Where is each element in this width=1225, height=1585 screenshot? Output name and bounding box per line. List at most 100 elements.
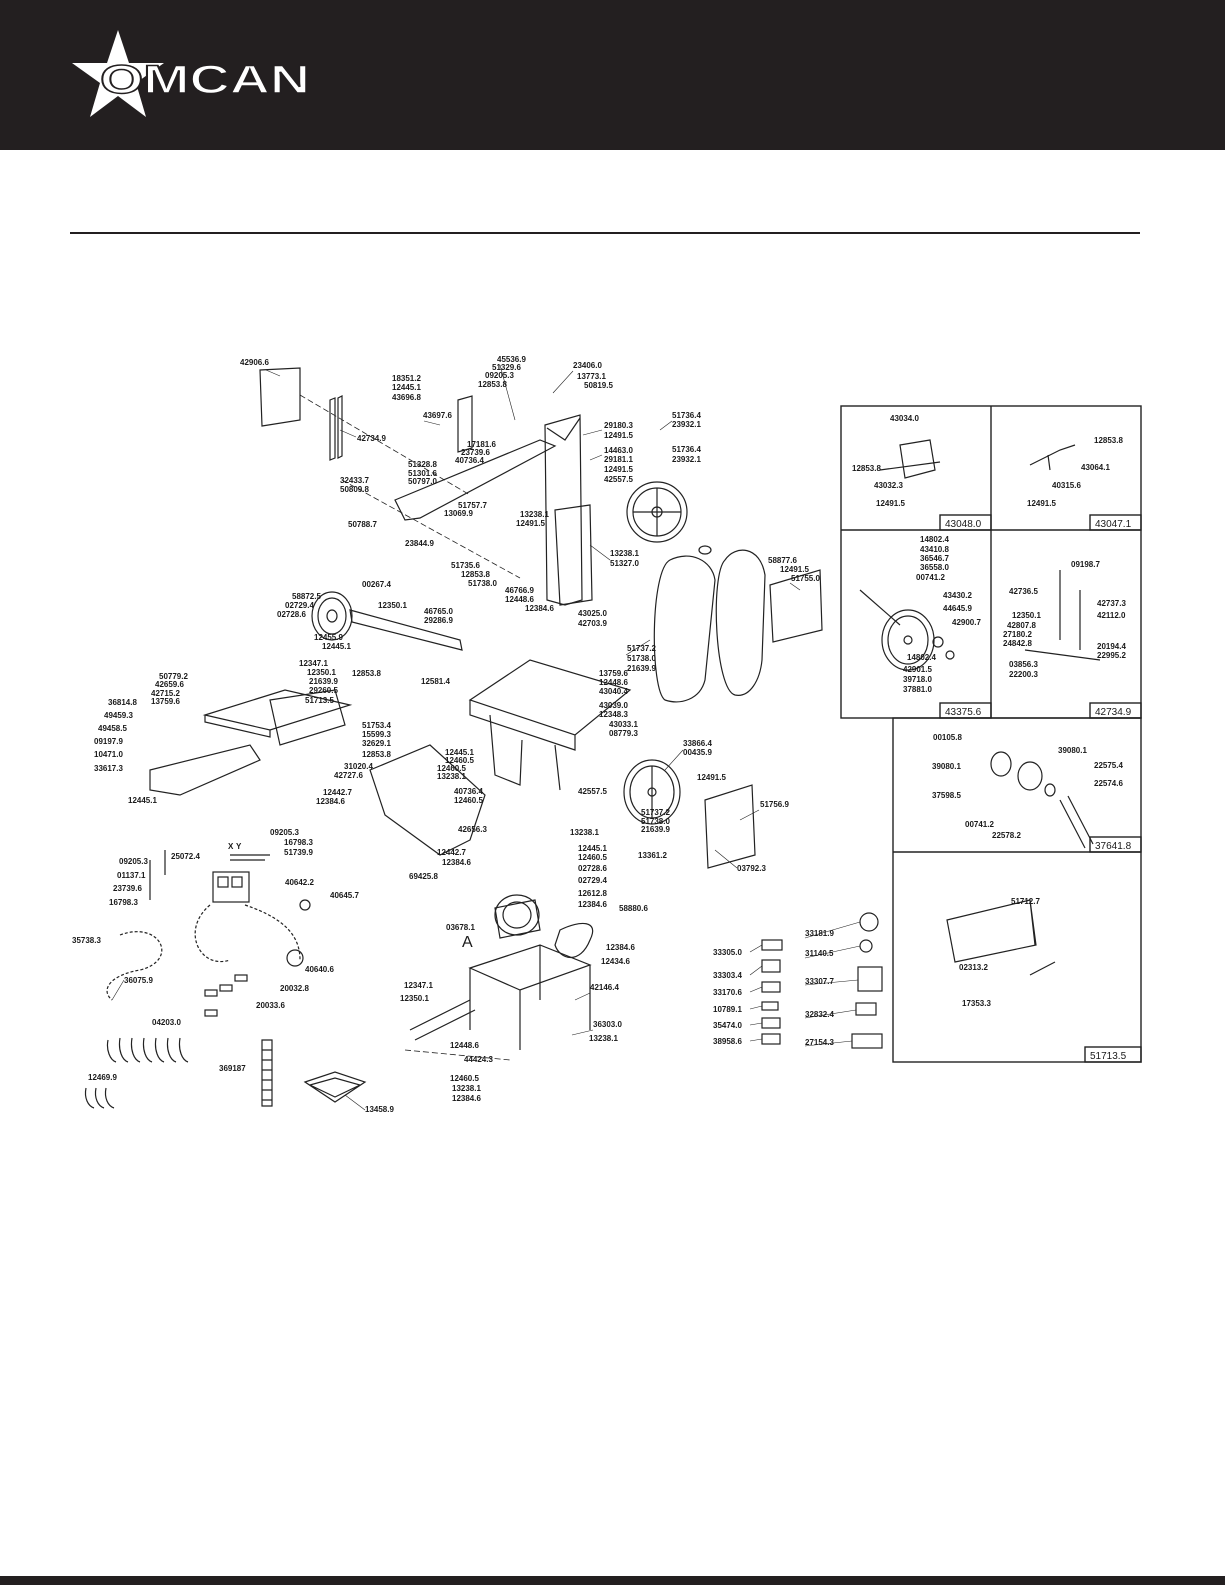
part-number-label: 58877.6 — [768, 556, 797, 565]
part-number-label: 12491.5 — [604, 465, 633, 474]
part-number-label: 20033.6 — [256, 1001, 285, 1010]
part-number-label: 23932.1 — [672, 420, 701, 429]
bearing-assembly-art — [990, 751, 1094, 849]
power-cord — [106, 931, 163, 1001]
part-number-label: 12350.1 — [307, 668, 336, 677]
part-number-label: 12384.6 — [606, 943, 635, 952]
lower-wheel — [623, 759, 681, 825]
part-number-label: 42727.6 — [334, 771, 363, 780]
part-number-label: 36303.0 — [593, 1020, 622, 1029]
part-number-label: 51735.6 — [451, 561, 480, 570]
part-number-label: 09205.3 — [119, 857, 148, 866]
part-number-label: 12448.6 — [505, 595, 534, 604]
part-number-label: 33305.0 — [713, 948, 742, 957]
part-number-label: 43696.8 — [392, 393, 421, 402]
marker-a: A — [462, 934, 473, 951]
panel-part-label: 37598.5 — [932, 791, 961, 800]
part-number-label: 12445.1 — [578, 844, 607, 853]
part-number-label: 12612.8 — [578, 889, 607, 898]
part-number-label: 33307.7 — [805, 977, 834, 986]
part-number-label: 32832.4 — [805, 1010, 834, 1019]
part-number-label: 10471.0 — [94, 750, 123, 759]
part-number-label: 08779.3 — [609, 729, 638, 738]
sawdust-tray — [303, 1071, 367, 1103]
part-number-label: 42146.4 — [590, 983, 619, 992]
part-number-label: 42659.6 — [155, 680, 184, 689]
part-number-label: 29181.1 — [604, 455, 633, 464]
part-number-label: 43040.4 — [599, 687, 628, 696]
main-column — [544, 414, 583, 606]
part-number-label: 44424.3 — [464, 1055, 493, 1064]
handwheel-art — [859, 589, 955, 671]
panel-part-label: 22574.6 — [1094, 779, 1123, 788]
upper-wheel — [626, 481, 712, 555]
part-number-label: 29260.5 — [309, 686, 338, 695]
panel-part-label: 22995.2 — [1097, 651, 1126, 660]
part-number-label: 02729.4 — [285, 601, 314, 610]
panel-part-label: 36546.7 — [920, 554, 949, 563]
part-number-label: 23844.9 — [405, 539, 434, 548]
panel-part-label: 40315.6 — [1052, 481, 1081, 490]
panel-id-label: 42734.9 — [1095, 707, 1132, 718]
lever-art — [1029, 444, 1076, 471]
part-number-label: 33170.6 — [713, 988, 742, 997]
lower-guard — [369, 744, 486, 856]
part-number-label: 40645.7 — [330, 891, 359, 900]
part-number-label: 27154.3 — [805, 1038, 834, 1047]
part-number-label: 40642.2 — [285, 878, 314, 887]
part-number-label: 12384.6 — [442, 858, 471, 867]
part-number-label: 21639.9 — [309, 677, 338, 686]
lower-door — [704, 784, 756, 869]
part-number-label: 43033.1 — [609, 720, 638, 729]
part-number-label: 369187 — [219, 1064, 246, 1073]
part-number-label: 51738.0 — [627, 654, 656, 663]
inset-panels — [840, 405, 1142, 1063]
guide-bracket-art — [879, 439, 941, 479]
part-number-label: 10789.1 — [713, 1005, 742, 1014]
part-number-label: 23932.1 — [672, 455, 701, 464]
part-number-label: 12581.4 — [421, 677, 450, 686]
part-number-label: 13773.1 — [577, 372, 606, 381]
panel-part-label: 22575.4 — [1094, 761, 1123, 770]
guide-post — [329, 395, 343, 461]
tension-rod-art — [1024, 570, 1101, 661]
panel-part-label: 42807.8 — [1007, 621, 1036, 630]
part-number-label: 33303.4 — [713, 971, 742, 980]
part-number-label: 13238.1 — [610, 549, 639, 558]
panel-part-label: 14802.4 — [920, 535, 949, 544]
part-number-label: 42734.9 — [357, 434, 386, 443]
part-number-label: 13759.6 — [599, 669, 628, 678]
panel-part-label: 22578.2 — [992, 831, 1021, 840]
part-number-label: 12384.6 — [578, 900, 607, 909]
part-number-label: 00435.9 — [683, 748, 712, 757]
fence-assembly — [202, 689, 353, 738]
part-number-label: 13069.9 — [444, 509, 473, 518]
part-number-label: 25072.4 — [171, 852, 200, 861]
part-number-label: 51757.7 — [458, 501, 487, 510]
part-number-label: 33866.4 — [683, 739, 712, 748]
panel-part-label: 09198.7 — [1071, 560, 1100, 569]
part-number-label: 04203.0 — [152, 1018, 181, 1027]
section-rule — [70, 232, 1140, 234]
stand — [468, 944, 592, 1050]
part-number-label: 50819.5 — [584, 381, 613, 390]
part-number-label: 12445.1 — [445, 748, 474, 757]
table-extension — [149, 744, 261, 796]
part-number-label: 13238.1 — [589, 1034, 618, 1043]
star-mark — [72, 30, 164, 117]
part-number-label: 36814.8 — [108, 698, 137, 707]
part-number-label: 20032.8 — [280, 984, 309, 993]
part-number-label: 12448.6 — [450, 1041, 479, 1050]
part-number-label: 12853.8 — [352, 669, 381, 678]
part-number-label: 12460.5 — [454, 796, 483, 805]
panel-part-label: 43032.3 — [874, 481, 903, 490]
table-top — [468, 659, 632, 751]
panel-part-label: 39080.1 — [932, 762, 961, 771]
part-number-label: 12347.1 — [299, 659, 328, 668]
panel-id-label: 43047.1 — [1095, 519, 1132, 530]
panel-part-label: 43034.0 — [890, 414, 919, 423]
part-number-label: 12350.1 — [400, 994, 429, 1003]
panel-part-label: 43064.1 — [1081, 463, 1110, 472]
part-number-label: 00267.4 — [362, 580, 391, 589]
part-number-label: 51737.2 — [627, 644, 656, 653]
